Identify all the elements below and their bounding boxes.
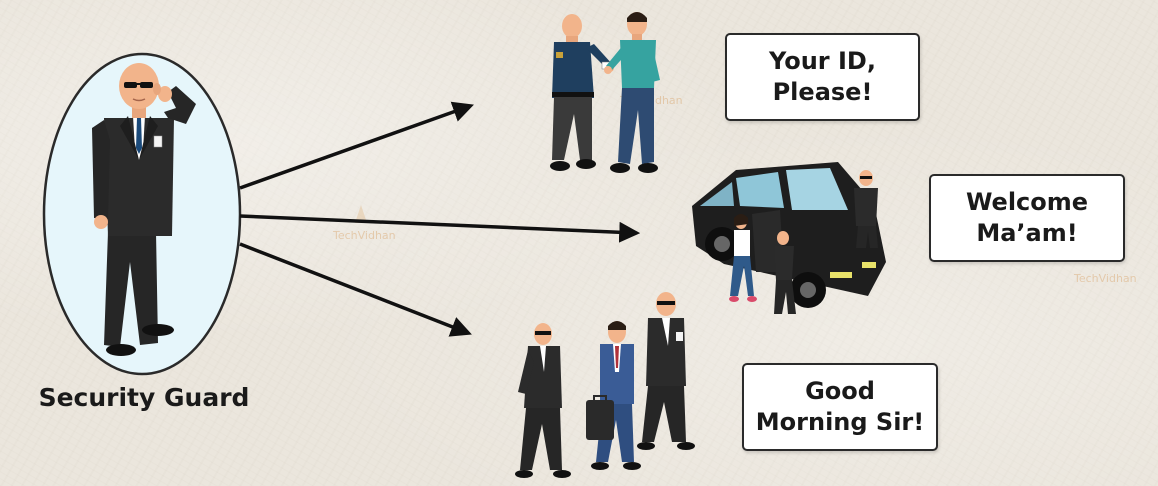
walking-executives-scene-icon: [515, 292, 695, 478]
speech-bubble-id-check: Your ID, Please!: [725, 33, 920, 121]
bubble-morning-line2: Morning Sir!: [755, 408, 925, 436]
watermark-text-1: TechVidhan: [332, 229, 396, 242]
bubble-welcome-line1: Welcome: [965, 188, 1089, 216]
bubble-welcome-line2: Ma’am!: [976, 219, 1078, 247]
arrow-to-executives: [239, 242, 472, 337]
bubble-id-line2: Please!: [772, 78, 873, 106]
security-guard-label: Security Guard: [38, 383, 250, 412]
speech-bubble-welcome: Welcome Ma’am!: [929, 174, 1125, 262]
car-scene-icon: [692, 162, 886, 314]
arrow-to-id-check: [239, 101, 474, 190]
watermark-text-3: TechVidhan: [1073, 272, 1137, 285]
bubble-morning-line1: Good: [805, 377, 875, 405]
speech-bubble-good-morning: Good Morning Sir!: [742, 363, 938, 451]
bubble-id-line1: Your ID,: [769, 47, 876, 75]
arrow-to-car: [239, 214, 641, 243]
security-guard-icon: [92, 63, 196, 356]
id-check-scene-icon: [550, 12, 660, 173]
